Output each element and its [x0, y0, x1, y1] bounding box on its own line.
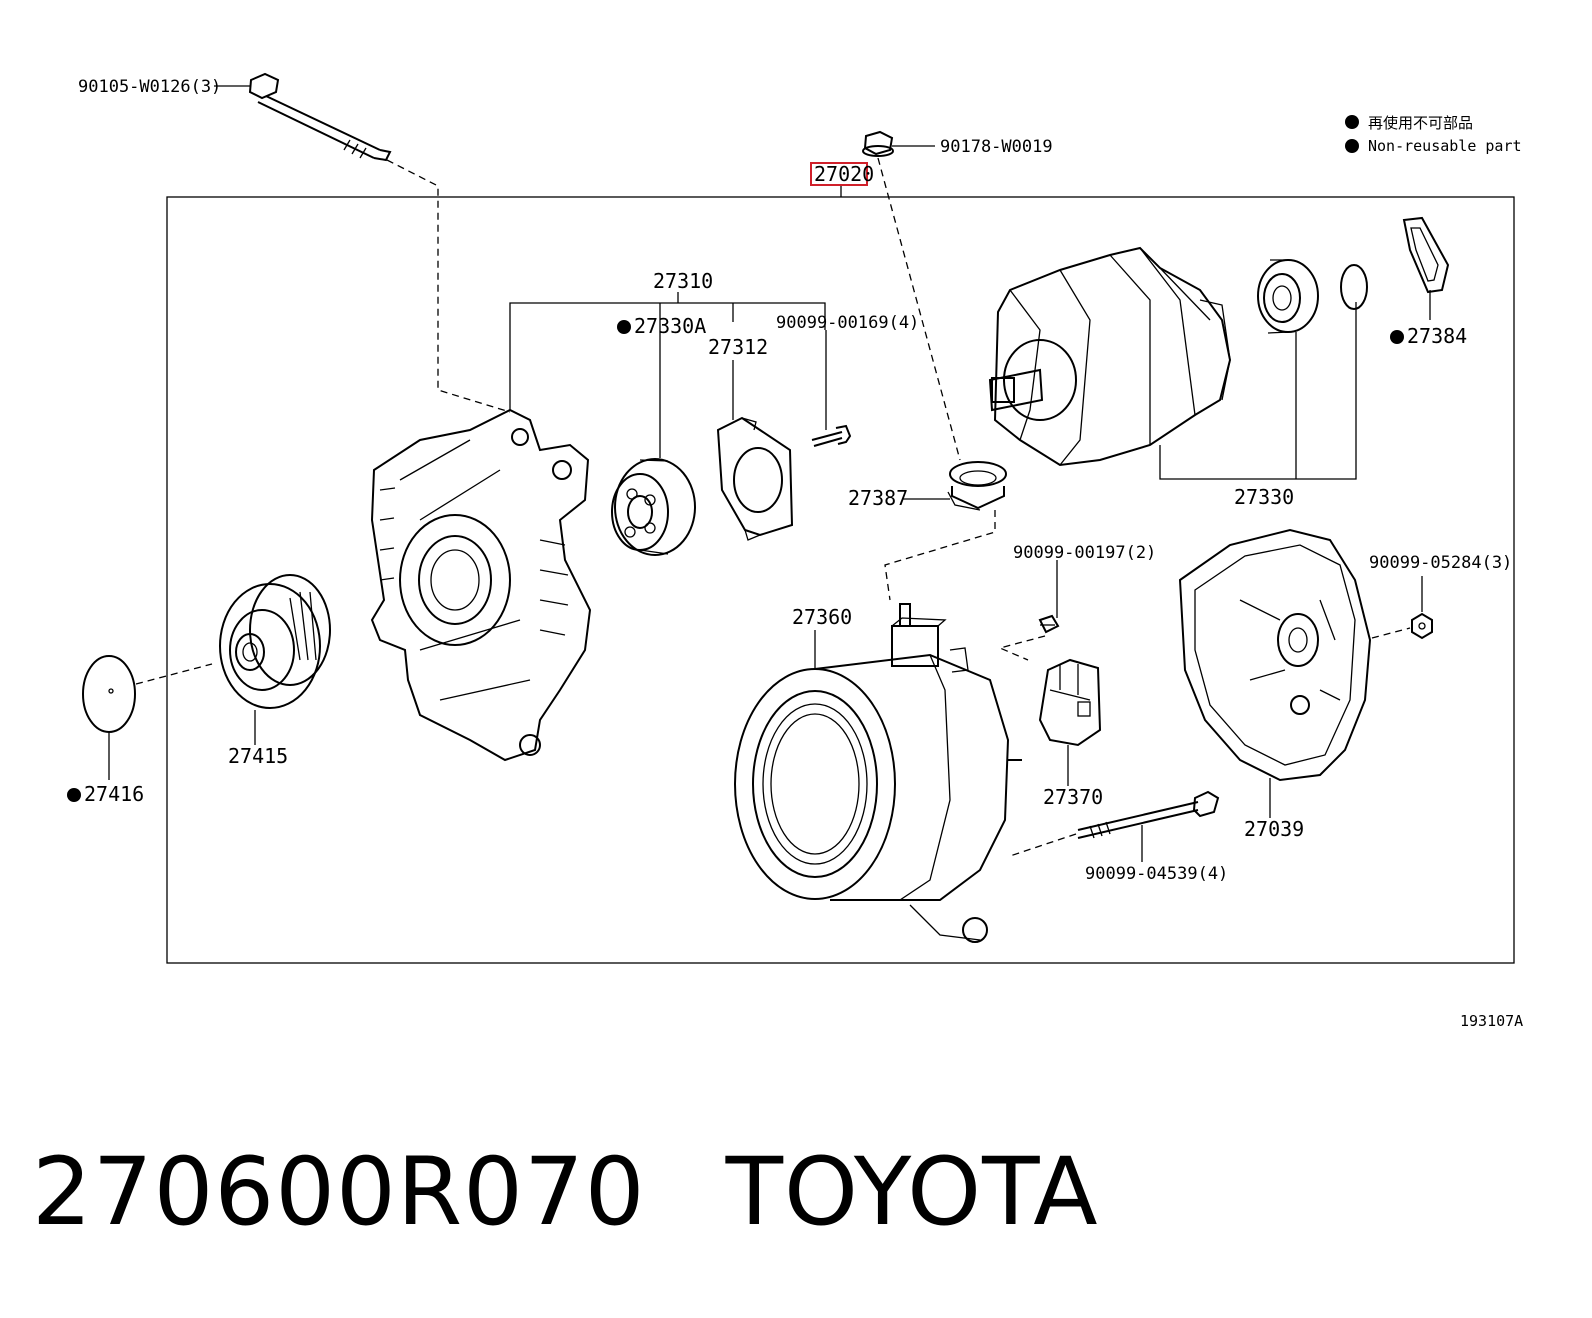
- label-screw-front: 90099-00169(4): [776, 313, 919, 333]
- non-reusable-marker-icon: [1390, 330, 1404, 344]
- label-nut-rear: 90099-05284(3): [1369, 553, 1512, 573]
- legend-dot-icon: [1345, 139, 1359, 153]
- rear-nut-icon: [1411, 612, 1433, 640]
- label-bolt-top: 90105-W0126(3): [78, 77, 221, 97]
- cover-ring-icon: [1402, 216, 1450, 294]
- bearing-retainer-icon: [716, 416, 794, 541]
- label-pulley: 27415: [228, 744, 288, 768]
- label-rotor: 27330: [1234, 485, 1294, 509]
- stator-housing-icon: [734, 603, 1022, 943]
- label-assembly: 27020: [814, 162, 874, 186]
- highlight-box: [810, 162, 868, 186]
- label-drive-frame: 27310: [653, 269, 713, 293]
- legend-dot-icon: [1345, 115, 1359, 129]
- insulator-icon: [947, 461, 1007, 511]
- front-bearing-icon: [611, 458, 696, 556]
- label-through-bolt: 90099-04539(4): [1085, 864, 1228, 884]
- label-nut-top: 90178-W0019: [940, 137, 1053, 157]
- non-reusable-marker-icon: [67, 788, 81, 802]
- part-caption: 270600R070 TOYOTA: [32, 1138, 1099, 1247]
- assembly-boundary: [166, 196, 1515, 964]
- label-cap: 27416: [84, 782, 144, 806]
- drive-end-frame-icon: [370, 408, 592, 762]
- brand-name: TOYOTA: [725, 1138, 1099, 1247]
- brush-screw-icon: [1038, 614, 1060, 634]
- pulley-icon: [219, 574, 331, 709]
- through-bolt-icon: [1077, 790, 1220, 839]
- dust-cap-icon: [82, 655, 136, 733]
- rotor-icon: [988, 246, 1232, 467]
- rear-end-cover-icon: [1178, 528, 1372, 782]
- brush-holder-icon: [1038, 658, 1102, 747]
- washer-icon: [1340, 264, 1368, 310]
- label-stator: 27360: [792, 605, 852, 629]
- legend-text-en: Non-reusable part: [1368, 137, 1522, 155]
- exploded-parts-diagram: 90105-W0126(3) 90178-W0019 27020 27310 2…: [67, 72, 1523, 1030]
- flange-nut-icon: [862, 130, 894, 157]
- small-screw-icon: [811, 424, 852, 447]
- diagram-reference: 193107A: [1460, 1012, 1523, 1030]
- rear-bearing-icon: [1257, 259, 1319, 334]
- legend-text-jp: 再使用不可部品: [1368, 114, 1473, 132]
- label-retainer: 27312: [708, 335, 768, 359]
- label-cover-ring: 27384: [1407, 324, 1467, 348]
- long-bolt-icon: [248, 72, 392, 162]
- part-number: 270600R070: [32, 1138, 646, 1247]
- label-rear-cover: 27039: [1244, 817, 1304, 841]
- label-screw-brush: 90099-00197(2): [1013, 543, 1156, 563]
- label-bearing-front: 27330A: [634, 314, 706, 338]
- label-brush-holder: 27370: [1043, 785, 1103, 809]
- non-reusable-marker-icon: [617, 320, 631, 334]
- label-insulator: 27387: [848, 486, 908, 510]
